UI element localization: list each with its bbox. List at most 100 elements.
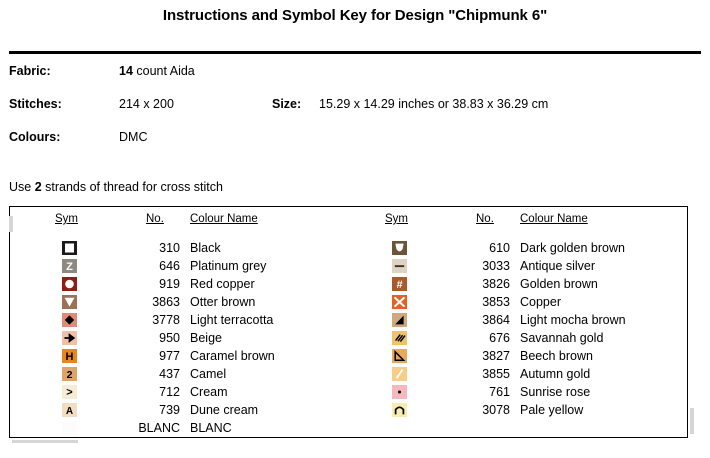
thread-number: 3855 [482, 367, 510, 381]
colour-name: Antique silver [520, 259, 596, 273]
legend-row: 761 Sunrise rose [340, 383, 689, 401]
colours-value: DMC [119, 130, 148, 144]
svg-text:A: A [66, 406, 73, 417]
colours-row: Colours: DMC [9, 130, 699, 163]
colour-name: Dune cream [190, 403, 259, 417]
legend-row: 3033 Antique silver [340, 257, 689, 275]
thread-number: 3853 [482, 295, 510, 309]
symbol-circle-filled-icon [62, 277, 77, 291]
colour-name: Caramel brown [190, 349, 275, 363]
thread-number: 3078 [482, 403, 510, 417]
symbol-slash-icon [392, 367, 407, 381]
symbol-blank-icon [62, 421, 77, 435]
fabric-value: 14 count Aida [119, 64, 195, 78]
symbol-greater-than-icon: > [62, 385, 77, 399]
legend-rows-right: 610 Dark golden brown 3033 Antique silver #3… [340, 239, 689, 419]
colour-name: Autumn gold [520, 367, 591, 381]
svg-text:H: H [66, 351, 74, 363]
thread-number: 3033 [482, 259, 510, 273]
symbol-triangle-fill-icon [392, 313, 407, 327]
column-header-no-right: No. [476, 213, 494, 225]
fabric-label: Fabric: [9, 64, 51, 78]
colour-name: Light terracotta [190, 313, 274, 327]
legend-row: 610 Dark golden brown [340, 239, 689, 257]
thread-number: 761 [489, 385, 510, 399]
symbol-hatch-marks-icon [392, 331, 407, 345]
scroll-artifact-right [690, 408, 694, 434]
colour-name: Beige [190, 331, 222, 345]
column-header-name-right: Colour Name [520, 213, 588, 225]
symbol-triangle-line-icon [392, 349, 407, 363]
colour-name: Sunrise rose [520, 385, 591, 399]
thread-number: 3827 [482, 349, 510, 363]
colour-name: Light mocha brown [520, 313, 626, 327]
thread-number: 610 [489, 241, 510, 255]
size-value: 15.29 x 14.29 inches or 38.83 x 36.29 cm [319, 97, 549, 111]
symbol-diamond-icon [62, 313, 77, 327]
symbol-dot-icon [392, 385, 407, 399]
scroll-artifact-left [9, 216, 13, 232]
svg-text:2: 2 [67, 369, 73, 381]
column-header-no-left: No. [146, 213, 164, 225]
colour-name: Red copper [190, 277, 255, 291]
symbol-hash-icon: # [392, 277, 407, 291]
colour-name: Cream [190, 385, 228, 399]
colour-name: BLANC [190, 421, 232, 435]
thread-number: BLANC [138, 421, 180, 435]
legend-column-right: Sym No. Colour Name 610 Dark golden brown… [340, 207, 689, 437]
stitches-value: 214 x 200 [119, 97, 174, 111]
colour-name: Black [190, 241, 221, 255]
symbol-cross-x-icon [392, 295, 407, 309]
legend-row: >712 Cream [10, 383, 340, 401]
fabric-row: Fabric: 14 count Aida [9, 64, 699, 97]
legend-row: 2 437 Camel [10, 365, 340, 383]
colour-name: Savannah gold [520, 331, 604, 345]
thread-number: 3826 [482, 277, 510, 291]
thread-number: 437 [159, 367, 180, 381]
thread-number: 3863 [152, 295, 180, 309]
strands-instruction: Use 2 strands of thread for cross stitch [9, 180, 223, 194]
thread-number: 919 [159, 277, 180, 291]
symbol-triangle-down-icon [62, 295, 77, 309]
symbol-letter-h-icon: H [62, 349, 77, 363]
title-divider [9, 51, 701, 54]
colour-name: Platinum grey [190, 259, 267, 273]
thread-number: 712 [159, 385, 180, 399]
colour-name: Beech brown [520, 349, 593, 363]
colour-name: Copper [520, 295, 561, 309]
size-label: Size: [272, 97, 302, 111]
symbol-square-outline-icon [62, 241, 77, 255]
legend-row: 3853 Copper [340, 293, 689, 311]
colour-name: Golden brown [520, 277, 598, 291]
legend-row: 3827 Beech brown [340, 347, 689, 365]
legend-row: A 739 Dune cream [10, 401, 340, 419]
stitches-row: Stitches: 214 x 200 Size: 15.29 x 14.29 … [9, 97, 699, 130]
column-header-sym-right: Sym [385, 213, 408, 225]
thread-number: 739 [159, 403, 180, 417]
legend-row: 3778 Light terracotta [10, 311, 340, 329]
thread-number: 310 [159, 241, 180, 255]
colours-label: Colours: [9, 130, 61, 144]
thread-number: 977 [159, 349, 180, 363]
thread-number: 3778 [152, 313, 180, 327]
symbol-letter-a-icon: A [62, 403, 77, 417]
legend-row: 3855 Autumn gold [340, 365, 689, 383]
colour-name: Camel [190, 367, 227, 381]
legend-row: #3826 Golden brown [340, 275, 689, 293]
svg-text:Z: Z [66, 261, 73, 273]
svg-text:#: # [396, 279, 402, 291]
pattern-info-block: Fabric: 14 count Aida Stitches: 214 x 20… [9, 64, 699, 163]
colour-name: Dark golden brown [520, 241, 625, 255]
symbol-arch-icon [392, 403, 407, 417]
legend-row: H 977 Caramel brown [10, 347, 340, 365]
strands-count: 2 [34, 180, 42, 194]
column-header-sym-left: Sym [55, 213, 78, 225]
